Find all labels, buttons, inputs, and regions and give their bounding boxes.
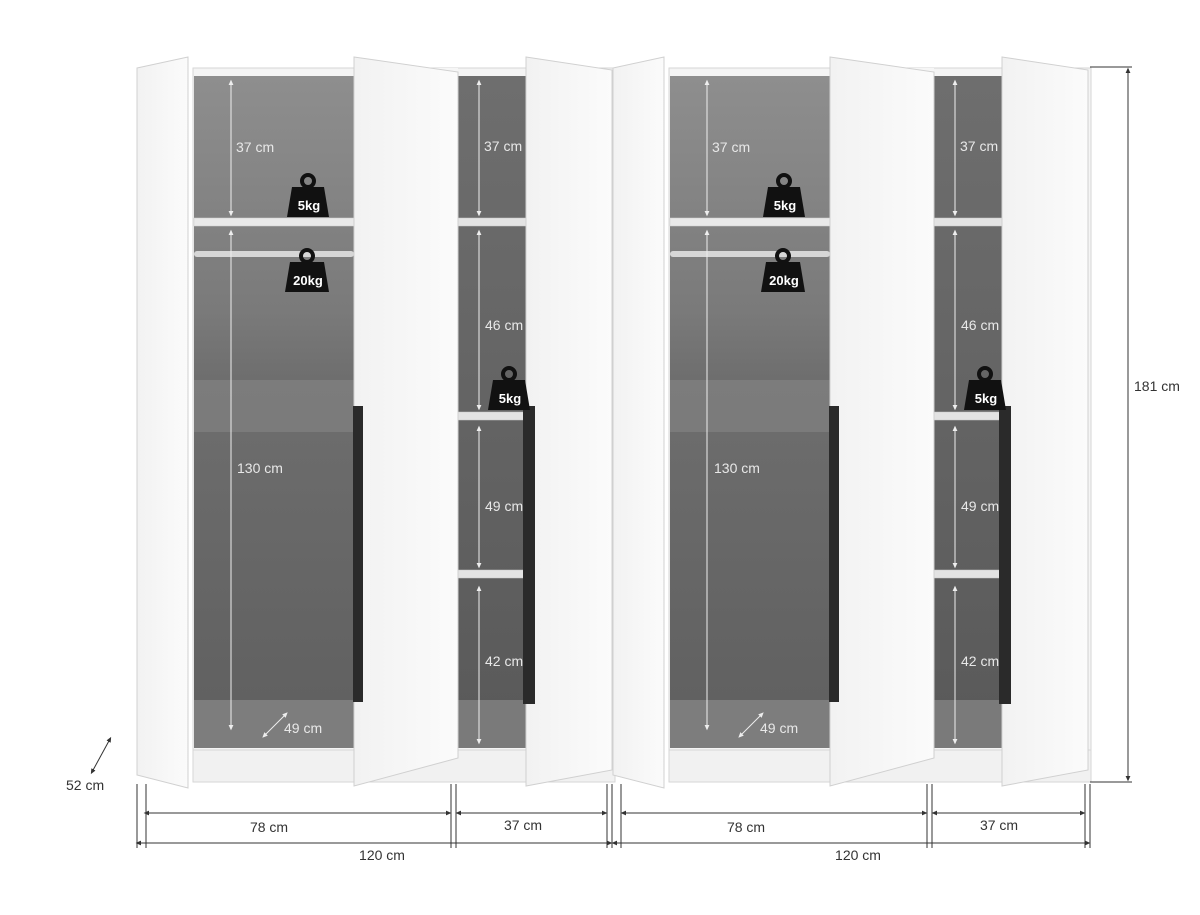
w1-narrow-door [1001,56,1089,787]
left-wide-top-height: 37 cm [236,139,275,155]
w1-wide-shelf [669,217,831,227]
w0-narrow-shelf-3 [457,569,529,579]
right-rail-load-label: 20kg [769,273,799,288]
w1-narrow-shelf-weight-icon [964,380,1006,410]
left-narrow-height-1: 37 cm [484,138,523,154]
w0-narrow-shelf-2 [457,411,529,421]
w0-narrow-door [525,56,613,787]
w0-wide-shelf [193,217,355,227]
right-narrow-width-label: 37 cm [979,817,1019,833]
wardrobe-0 [136,56,616,789]
w1-wide-floor [670,700,830,748]
right-narrow-shelf-load-label: 5kg [974,391,998,406]
w1-narrow-shelf-2 [933,411,1005,421]
w0-left-door [136,56,189,789]
w1-narrow-floor [934,700,1004,748]
left-narrow-height-3: 49 cm [485,498,524,514]
w0-wide-back-highlight [194,380,354,432]
left-narrow-width-label: 37 cm [503,817,543,833]
right-narrow-height-2: 46 cm [961,317,1000,333]
left-narrow-shelf-load-label: 5kg [498,391,522,406]
right-narrow-height-3: 49 cm [961,498,1000,514]
w1-narrow-door-handle [999,406,1011,704]
overall-height-label: 181 cm [1134,378,1180,394]
w1-rail-weight-icon [761,262,805,292]
w0-center-door-handle [353,406,363,702]
right-wide-top-height: 37 cm [712,139,751,155]
overall-depth-dim [90,736,112,775]
w1-left-door [612,56,665,789]
right-wide-width-label: 78 cm [726,819,766,835]
wardrobe-1 [612,56,1092,789]
left-shelf-load-label: 5kg [297,198,321,213]
left-wide-hanging-height: 130 cm [237,460,283,476]
overall-depth-label: 52 cm [66,777,105,793]
left-wide-width-label: 78 cm [249,819,289,835]
w1-narrow-shelf-1 [933,217,1005,227]
right-wide-hanging-height: 130 cm [714,460,760,476]
w0-narrow-shelf-1 [457,217,529,227]
left-narrow-height-2: 46 cm [485,317,524,333]
w1-wide-depth-dim [738,712,764,738]
right-shelf-load-label: 5kg [773,198,797,213]
right-narrow-height-1: 37 cm [960,138,999,154]
right-wide-depth: 49 cm [760,720,799,736]
w0-wide-depth-dim [262,712,288,738]
w1-narrow-shelf-3 [933,569,1005,579]
left-rail-load-label: 20kg [293,273,323,288]
w0-hanging-rail [194,251,354,257]
w0-center-door [353,56,459,787]
w1-center-door-handle [829,406,839,702]
w0-narrow-floor [458,700,528,748]
w0-narrow-shelf-weight-icon [488,380,530,410]
left-narrow-height-4: 42 cm [485,653,524,669]
w1-hanging-rail [670,251,830,257]
w0-rail-weight-icon [285,262,329,292]
w0-shelf-weight-icon [287,187,329,217]
w1-center-door [829,56,935,787]
right-total-width-label: 120 cm [835,847,881,863]
w0-wide-floor [194,700,354,748]
left-wide-depth: 49 cm [284,720,323,736]
left-total-width-label: 120 cm [359,847,405,863]
right-narrow-height-4: 42 cm [961,653,1000,669]
w1-shelf-weight-icon [763,187,805,217]
w0-narrow-door-handle [523,406,535,704]
w1-wide-back-highlight [670,380,830,432]
